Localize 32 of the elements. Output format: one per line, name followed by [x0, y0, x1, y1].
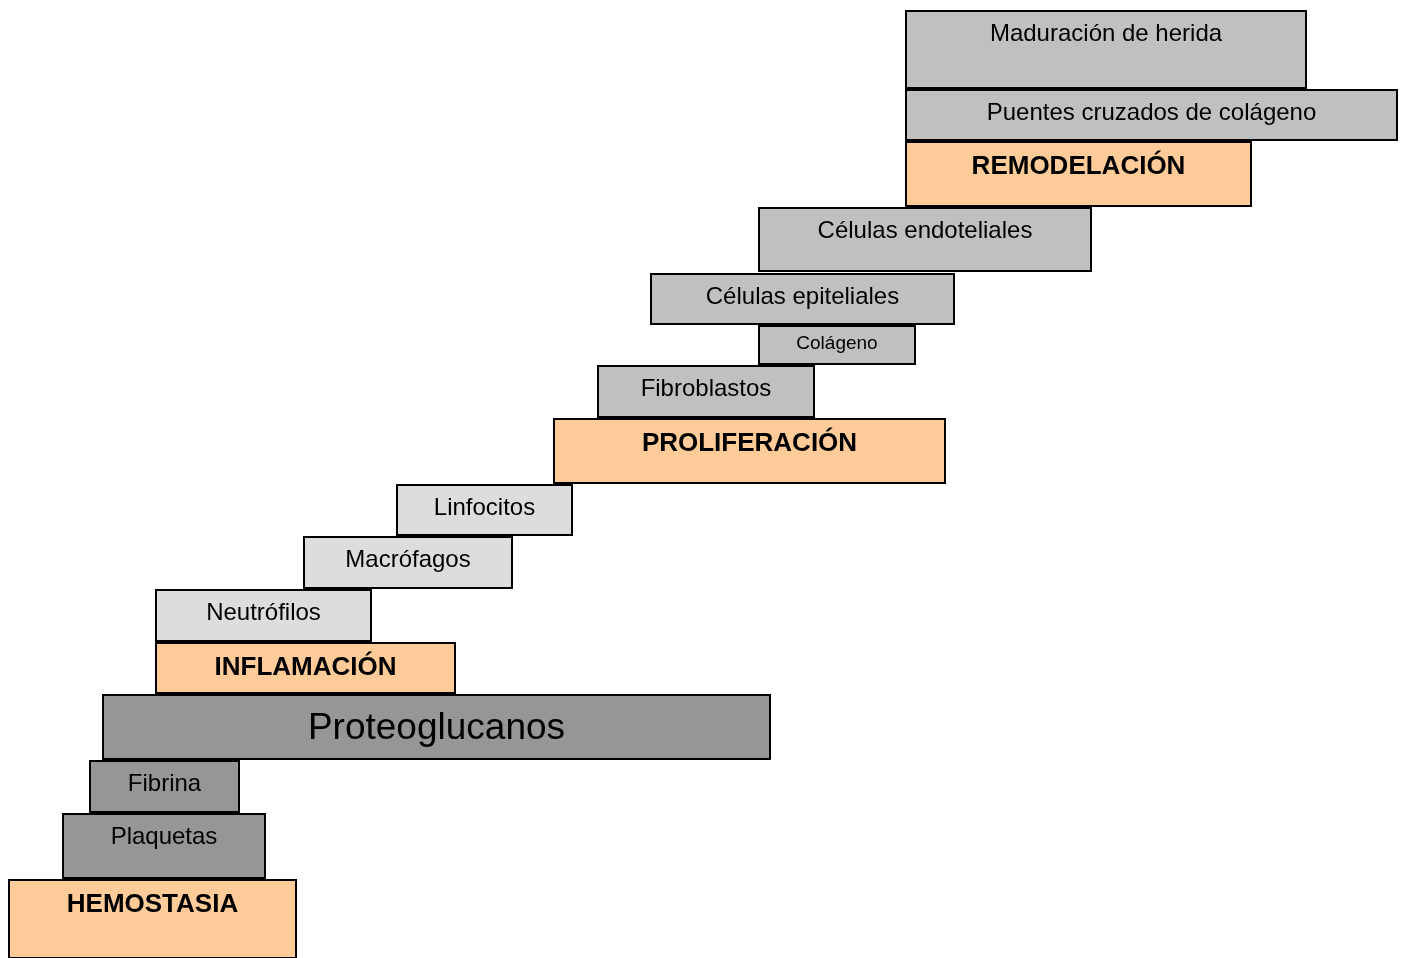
- stage-label: Células epiteliales: [705, 283, 900, 310]
- stage-label: REMODELACIÓN: [971, 151, 1186, 180]
- stage-box: [650, 273, 955, 325]
- stage-box: [396, 484, 573, 536]
- stage-label: Plaquetas: [110, 823, 218, 850]
- stage-label: Colágeno: [796, 333, 878, 354]
- stage-label: Linfocitos: [433, 494, 536, 521]
- phase-box: [8, 879, 297, 958]
- stage-box: [758, 325, 916, 365]
- stage-box: [905, 10, 1307, 89]
- stage-label: Neutrófilos: [206, 599, 321, 626]
- stage-box: [89, 760, 240, 813]
- stage-label: Maduración de herida: [989, 20, 1223, 47]
- phase-box: [553, 418, 946, 484]
- stage-label: Fibroblastos: [640, 375, 772, 402]
- stage-box: [102, 694, 771, 760]
- stage-label: Fibrina: [127, 770, 202, 797]
- stage-box: [758, 207, 1092, 272]
- stage-label: HEMOSTASIA: [66, 889, 239, 918]
- stage-label: Puentes cruzados de colágeno: [986, 99, 1317, 126]
- stage-box: [905, 89, 1398, 141]
- stage-label: INFLAMACIÓN: [214, 652, 397, 681]
- stage-box: [62, 813, 266, 879]
- phase-box: [905, 141, 1252, 207]
- stage-label: Macrófagos: [345, 546, 471, 573]
- stage-label: PROLIFERACIÓN: [641, 428, 858, 457]
- stage-box: [303, 536, 513, 589]
- phase-box: [155, 642, 456, 694]
- stage-box: [597, 365, 815, 418]
- stage-label: Células endoteliales: [817, 217, 1033, 244]
- stage-label: Proteoglucanos: [307, 706, 566, 748]
- stage-box: [155, 589, 372, 642]
